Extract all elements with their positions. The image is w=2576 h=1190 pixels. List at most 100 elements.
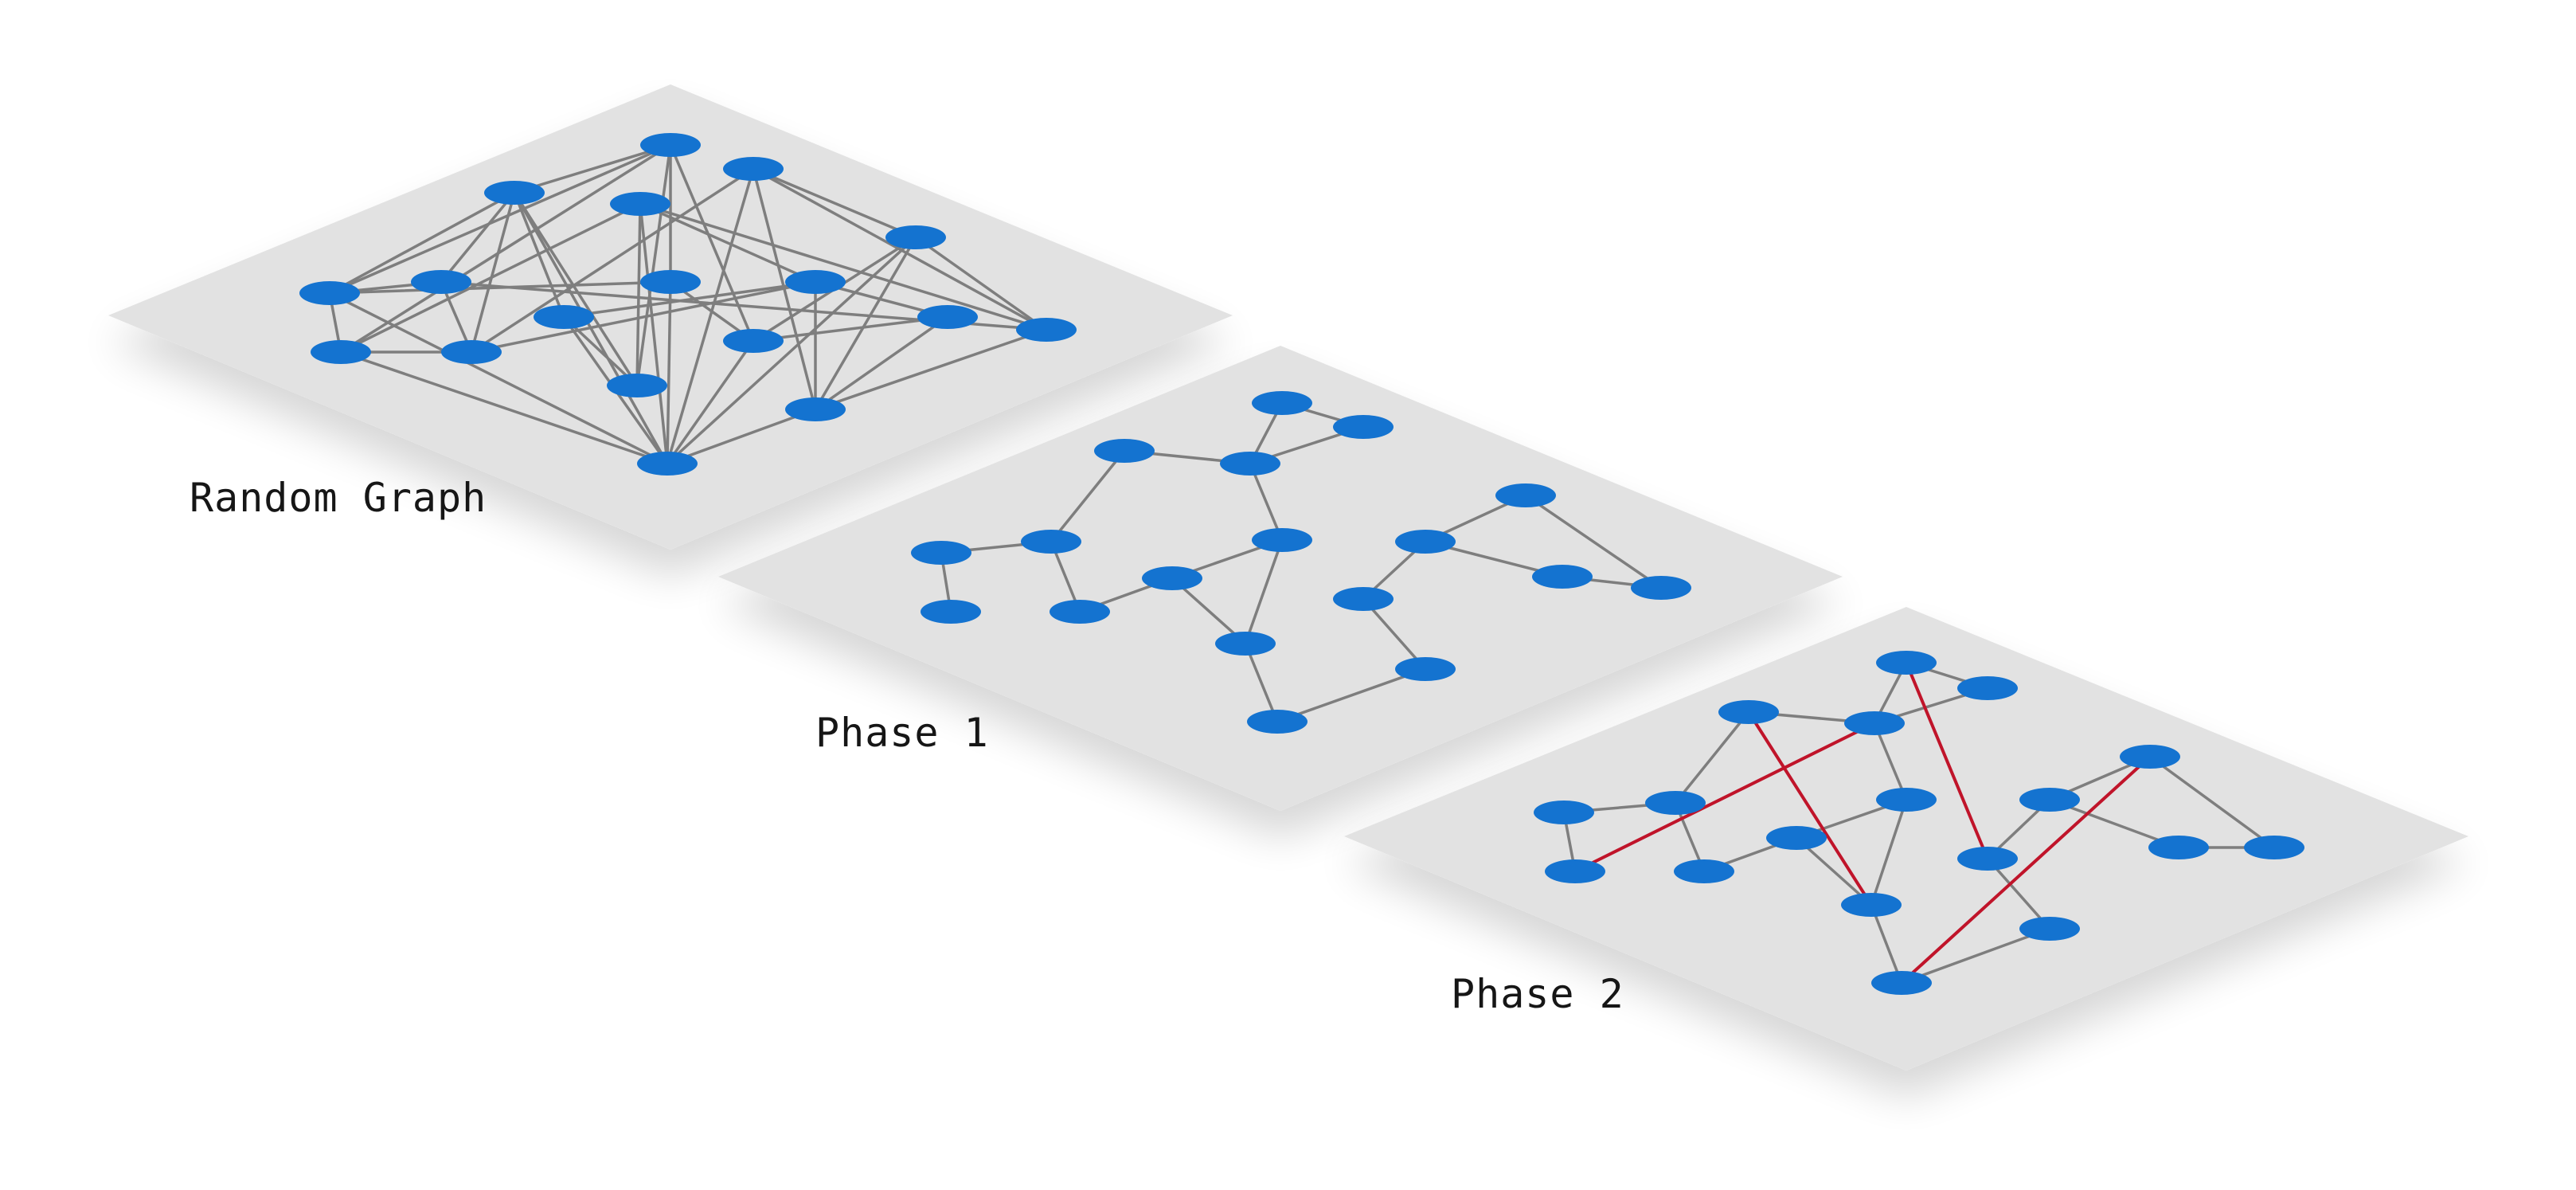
graph-node [1534,801,1594,824]
edge [752,315,949,343]
graph-node [1021,530,1081,554]
edge [1524,494,1663,589]
edge [1870,798,1908,906]
edge [440,191,516,284]
edge [513,191,639,387]
graph-node [2120,745,2180,769]
graph-node [723,157,784,181]
graph-node [1094,439,1155,463]
edge [1900,927,2051,984]
edge [328,292,669,465]
edge [635,143,672,387]
nodes-phase2 [1534,651,2304,995]
graph-node [1876,788,1937,812]
graph-node [911,541,971,565]
graph-node [917,305,978,329]
edge [470,191,516,354]
graph-node [1215,632,1276,656]
edge [639,202,817,284]
edge [562,280,817,319]
edge [1249,462,1284,542]
nodes-random [299,133,1077,476]
graph-node [1957,676,2018,700]
graph-node [1766,826,1827,850]
edge [1795,836,1873,906]
graph-node [640,270,701,294]
graph-node [1220,452,1280,476]
graph-node [1050,600,1110,624]
added-edge [1747,710,1873,906]
graph-node [534,305,594,329]
graph-node [2244,836,2304,859]
graph-node [1871,971,1932,995]
graph-node [1532,565,1593,589]
added-edge [1573,722,1876,873]
graph-node [1333,415,1394,439]
edge [339,143,672,354]
edge [2148,755,2276,849]
edge [639,202,1048,331]
graph-node [2019,917,2080,941]
edge [752,167,1048,331]
edge [470,167,755,354]
graph-node [1631,576,1691,600]
graph-node [1844,711,1905,735]
edge [1244,642,1279,723]
edge [1873,722,1908,801]
graph-node [1841,893,1902,917]
graph-node [885,225,946,249]
graph-node [2148,836,2209,859]
edge [513,143,672,194]
graph-node [785,397,846,421]
graph-node [610,192,670,216]
edge [639,202,669,465]
edge [669,143,755,343]
edge [814,315,949,411]
graph-node [1252,391,1312,415]
panel-phase1 [718,346,1843,811]
graph-node [411,270,471,294]
edge [814,328,1048,411]
graph-node [1142,566,1202,590]
edge [1244,538,1284,645]
added-edge [1900,755,2152,984]
panel-label-phase-2: Phase 2 [1451,971,1624,1017]
edge [666,167,755,465]
graph-node [1252,528,1312,552]
graph-node [1545,859,1605,883]
edge [1050,449,1126,543]
graph-node [1247,710,1308,734]
graph-node [2019,788,2080,812]
graph-node [299,281,360,305]
edge [752,167,917,239]
graph-node [607,374,667,397]
graph-node [785,270,846,294]
edge [1276,667,1427,723]
edge [328,191,516,295]
panel-random [108,84,1233,550]
graph-node [1016,318,1077,342]
graph-node [1395,530,1456,554]
graph-node [1876,651,1937,675]
edge [914,236,1048,331]
edge [814,236,917,411]
graph-node [1957,847,2018,871]
edge [470,280,817,354]
edge [339,202,642,354]
edge [328,143,672,295]
graph-node [1495,483,1556,507]
added-edge [1905,661,1989,860]
edge [1362,597,1427,671]
graph-node [1333,587,1394,611]
graph-node [723,329,784,353]
edge [562,315,639,387]
panel-label-random-graph: Random Graph [190,475,487,521]
edge [666,339,755,465]
panel-phase2 [1344,607,2469,1071]
panel-label-phase-1: Phase 1 [815,710,989,756]
edge [1986,857,2051,930]
graph-node [921,600,981,624]
edge [635,202,642,387]
